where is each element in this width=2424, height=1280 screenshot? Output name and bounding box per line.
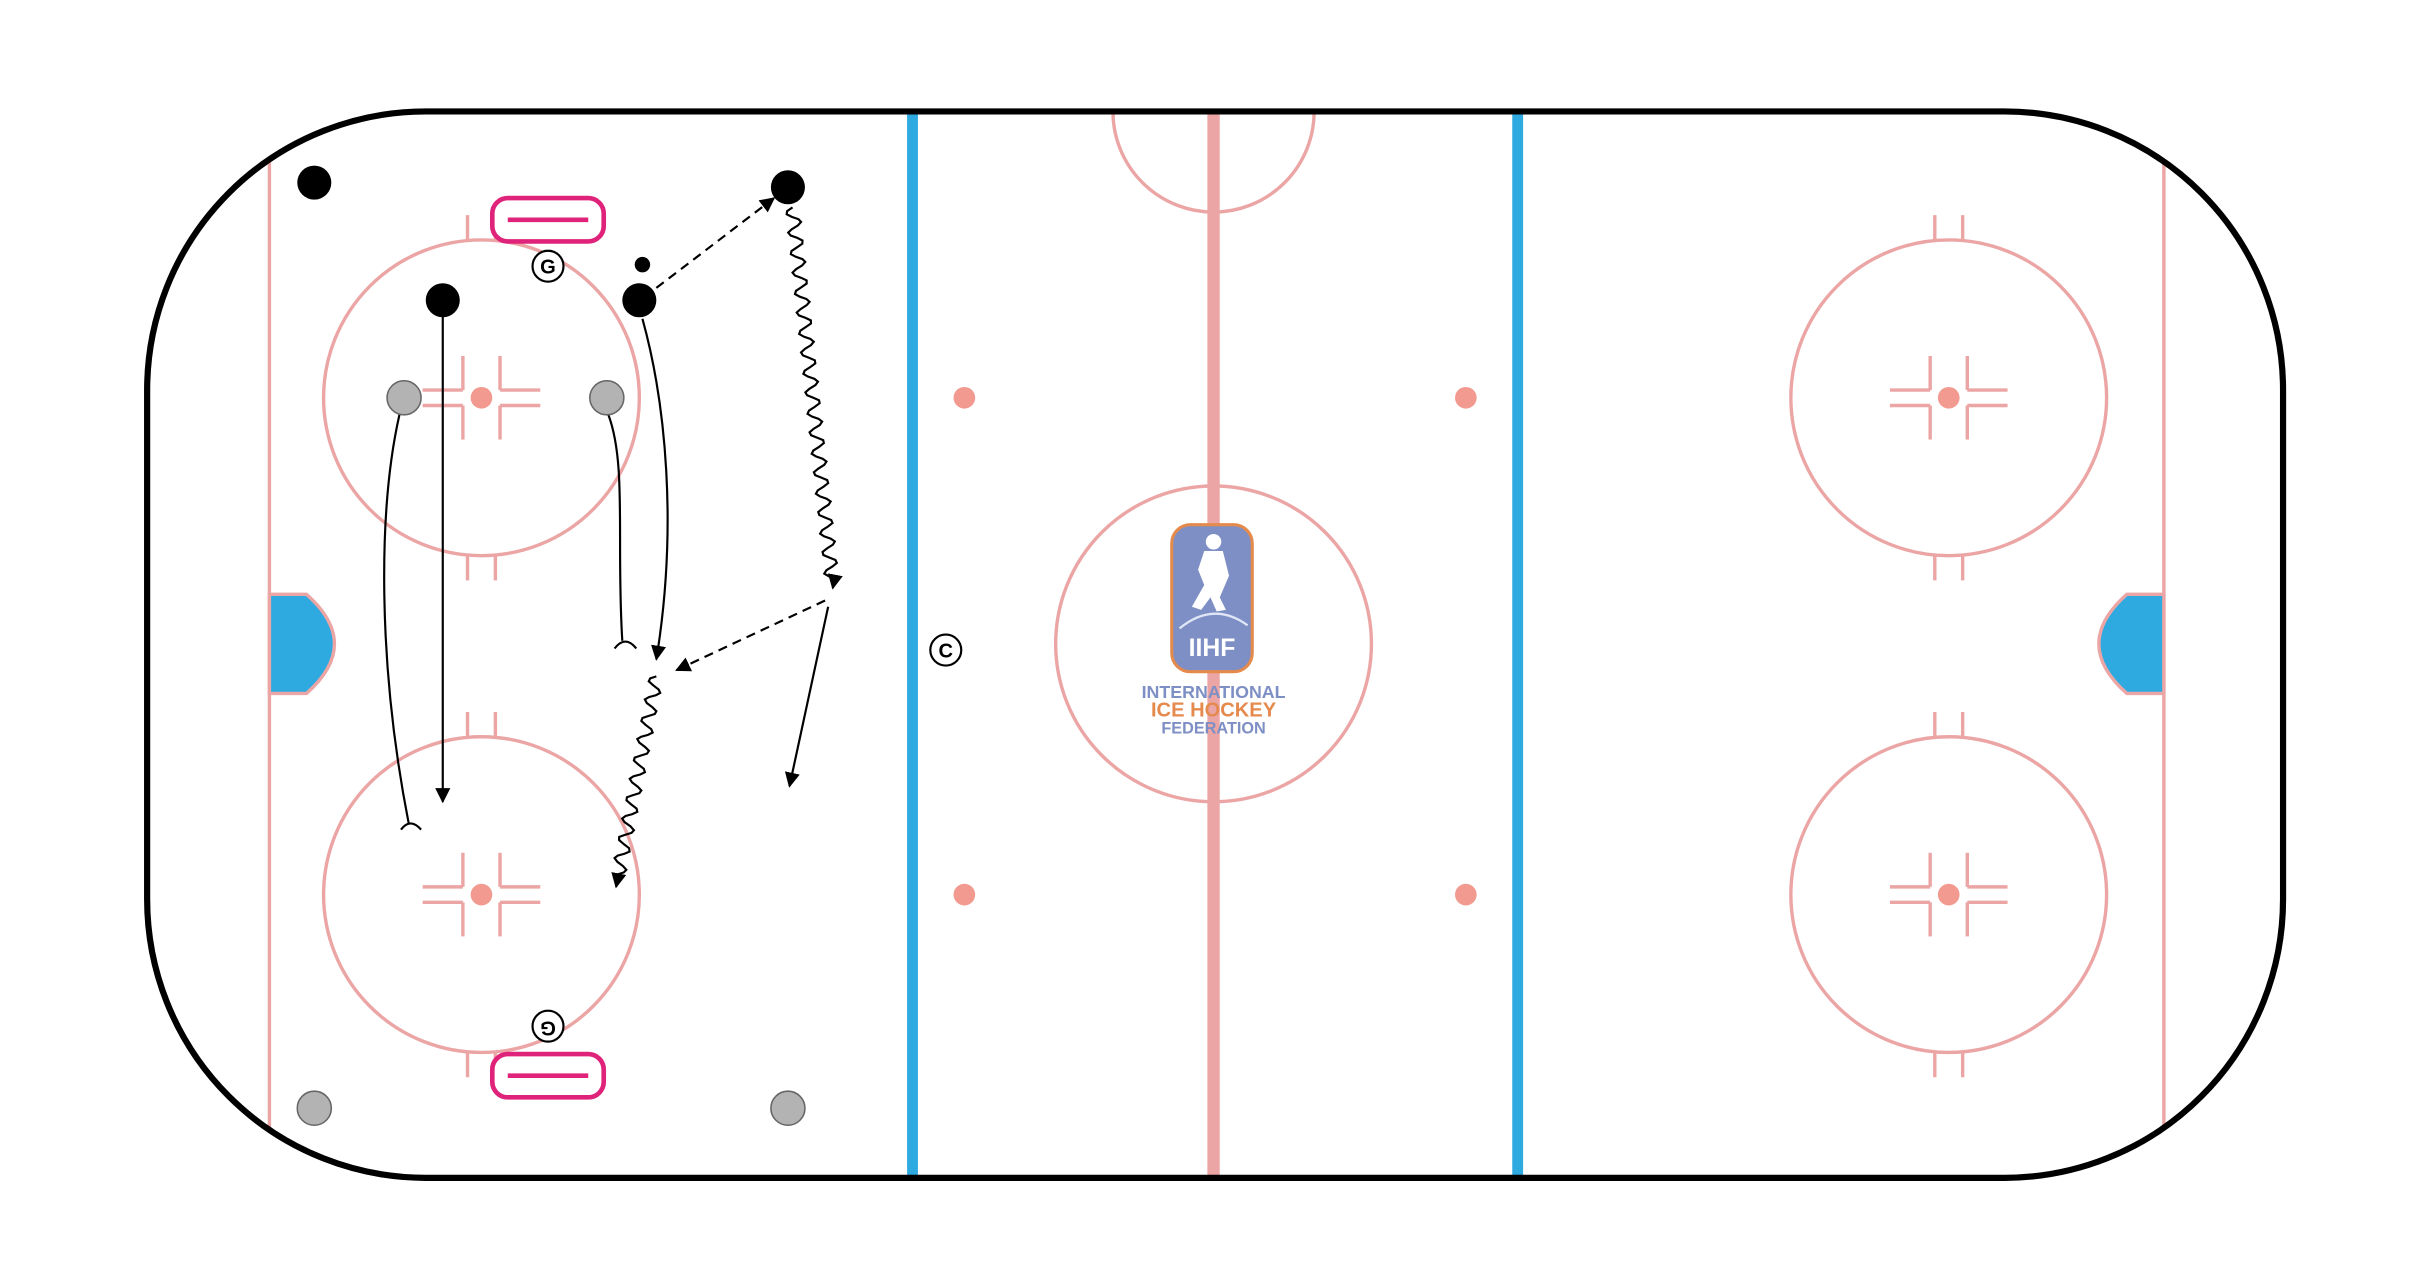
logo-skater-body <box>1191 551 1230 612</box>
stop-mark <box>400 822 422 831</box>
player-dark[interactable] <box>297 165 332 200</box>
player-light[interactable] <box>386 379 422 416</box>
drill-paths <box>383 197 843 889</box>
coach-marker[interactable]: C <box>929 633 963 667</box>
puck[interactable] <box>634 256 651 273</box>
blue-line-right <box>1512 111 1524 1178</box>
neutral-dot <box>1454 883 1477 906</box>
goal-net-top <box>489 195 607 244</box>
goal-crease-right <box>2097 592 2166 696</box>
neutral-dot <box>1454 386 1477 409</box>
player-dark[interactable] <box>770 170 805 205</box>
skating-path <box>383 414 410 824</box>
end-zone-faceoff-circle <box>321 711 642 1078</box>
player-light[interactable] <box>296 1090 333 1126</box>
logo-skater-head <box>1205 533 1222 550</box>
neutral-dot <box>953 386 976 409</box>
end-zone-faceoff-circle <box>1789 215 2109 581</box>
iihf-logo: IIHF INTERNATIONAL ICE HOCKEY FEDERATION <box>1142 523 1286 738</box>
skating-path <box>641 318 669 661</box>
logo-line-2: ICE HOCKEY <box>1151 700 1277 722</box>
player-dark[interactable] <box>622 283 657 318</box>
center-faceoff-circle <box>1053 484 1374 804</box>
faceoff-dot <box>1937 386 1960 409</box>
skating-path <box>784 606 830 788</box>
pass-line <box>655 197 776 289</box>
stop-mark <box>613 640 638 650</box>
faceoff-dot <box>1937 883 1960 906</box>
player-light[interactable] <box>770 1090 806 1126</box>
coach-label: C <box>939 641 954 663</box>
goalie-bottom[interactable]: G <box>531 1009 565 1043</box>
logo-globe-arc <box>1178 612 1249 630</box>
logo-badge: IIHF <box>1189 635 1236 662</box>
skating-path <box>607 414 624 641</box>
goalie-top[interactable]: G <box>531 249 565 283</box>
goal-net-bottom <box>489 1051 607 1100</box>
goal-crease-left <box>267 592 337 696</box>
players <box>296 165 806 1126</box>
logo-line-1: INTERNATIONAL <box>1142 682 1286 702</box>
faceoff-dot <box>470 386 493 409</box>
puck-carry-path <box>785 206 843 590</box>
player-dark[interactable] <box>425 283 460 318</box>
referee-crease <box>1111 111 1316 214</box>
goalie-top-label: G <box>540 257 556 279</box>
rink-boards <box>144 108 2287 1181</box>
blue-line-left <box>907 111 918 1178</box>
faceoff-dot <box>470 883 493 906</box>
end-zone-faceoff-circle <box>1789 711 2109 1078</box>
puck-carry-path <box>611 675 662 889</box>
neutral-dot <box>953 883 976 906</box>
logo-line-3: FEDERATION <box>1161 720 1265 738</box>
goalie-bottom-label: G <box>540 1017 556 1039</box>
pass-line <box>675 599 826 672</box>
player-light[interactable] <box>589 379 625 416</box>
